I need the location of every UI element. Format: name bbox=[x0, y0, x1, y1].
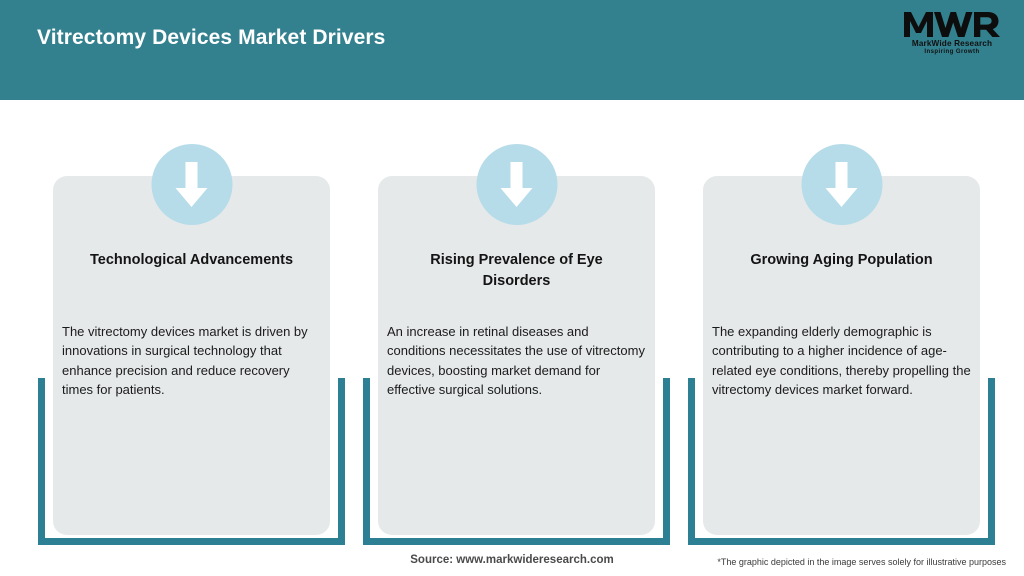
card-heading: Growing Aging Population bbox=[750, 252, 933, 268]
card-accent-right bbox=[663, 378, 670, 545]
card-heading: Rising Prevalence of Eye Disorders bbox=[430, 252, 603, 289]
down-arrow-icon bbox=[500, 161, 533, 207]
down-arrow-icon bbox=[175, 161, 208, 207]
card-accent-right bbox=[338, 378, 345, 545]
mwr-monogram-icon bbox=[904, 12, 1000, 37]
card-body-text: The expanding elderly demographic is con… bbox=[712, 324, 971, 398]
card-icon-badge bbox=[476, 144, 557, 225]
card-panel: Growing Aging Population The expanding e… bbox=[703, 176, 980, 535]
card-accent-bottom bbox=[363, 538, 670, 545]
card-accent-left bbox=[688, 378, 695, 545]
card-body-text: An increase in retinal diseases and cond… bbox=[387, 324, 645, 398]
illustrative-disclaimer: *The graphic depicted in the image serve… bbox=[717, 557, 1006, 567]
card-accent-left bbox=[38, 378, 45, 545]
logo-company-name: MarkWide Research bbox=[911, 39, 993, 48]
page-title: Vitrectomy Devices Market Drivers bbox=[37, 26, 386, 49]
down-arrow-icon bbox=[825, 161, 858, 207]
card-accent-right bbox=[988, 378, 995, 545]
header-bar: Vitrectomy Devices Market Drivers MarkWi… bbox=[0, 0, 1024, 100]
card-panel: Rising Prevalence of Eye Disorders An in… bbox=[378, 176, 655, 535]
brand-logo: MarkWide Research Inspiring Growth bbox=[894, 10, 1010, 60]
card-accent-bottom bbox=[688, 538, 995, 545]
card-accent-left bbox=[363, 378, 370, 545]
card-accent-bottom bbox=[38, 538, 345, 545]
source-attribution: Source: www.markwideresearch.com bbox=[410, 554, 614, 566]
card-panel: Technological Advancements The vitrectom… bbox=[53, 176, 330, 535]
card-icon-badge bbox=[151, 144, 232, 225]
card-icon-badge bbox=[801, 144, 882, 225]
card-body-text: The vitrectomy devices market is driven … bbox=[62, 324, 308, 398]
logo-tagline: Inspiring Growth bbox=[924, 49, 980, 55]
card-heading: Technological Advancements bbox=[89, 252, 294, 268]
